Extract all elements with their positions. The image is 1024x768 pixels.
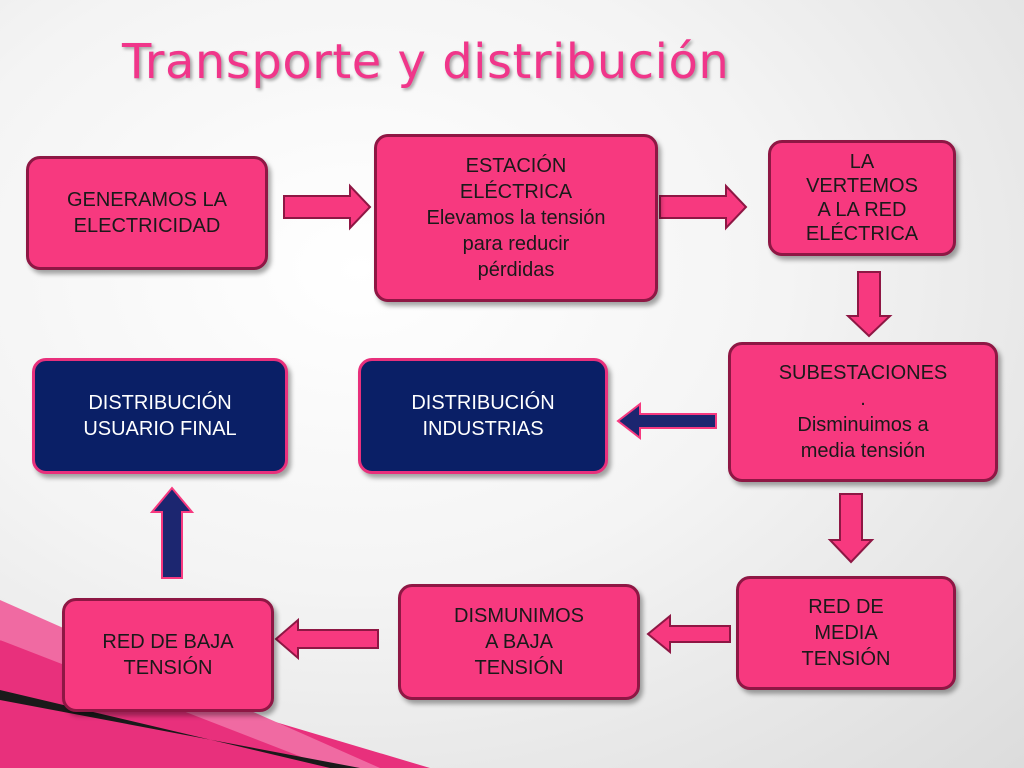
slide-title: Transporte y distribución [122, 34, 730, 90]
arrow-right-1 [283, 183, 372, 231]
box-subestaciones: SUBESTACIONES . Disminuimos a media tens… [728, 342, 998, 482]
box-red-media-tension-text: RED DE MEDIA TENSIÓN [801, 596, 891, 670]
box-dismunimos-baja-tension-text: DISMUNIMOS A BAJA TENSIÓN [454, 605, 584, 679]
box-vertemos-text: LA VERTEMOS A LA RED ELÉCTRICA [805, 151, 919, 245]
box-estacion-electrica-text: ESTACIÓN ELÉCTRICA Elevamos la tensión p… [426, 155, 606, 281]
box-vertemos: LA VERTEMOS A LA RED ELÉCTRICA [768, 140, 956, 256]
box-dismunimos-baja-tension: DISMUNIMOS A BAJA TENSIÓN [398, 584, 640, 700]
box-generamos: GENERAMOS LA ELECTRICIDAD [26, 156, 268, 270]
box-generamos-text: GENERAMOS LA ELECTRICIDAD [66, 189, 228, 237]
box-distribucion-industrias: DISTRIBUCIÓN INDUSTRIAS [358, 358, 608, 474]
arrow-right-2 [659, 183, 748, 231]
box-red-baja-tension: RED DE BAJA TENSIÓN [62, 598, 274, 712]
box-estacion-electrica: ESTACIÓN ELÉCTRICA Elevamos la tensión p… [374, 134, 658, 302]
arrow-up-1 [149, 486, 195, 579]
box-distribucion-usuario-final-text: DISTRIBUCIÓN USUARIO FINAL [83, 392, 237, 440]
arrow-left-1 [616, 401, 717, 441]
arrow-down-2 [827, 493, 875, 564]
arrow-left-3 [274, 617, 379, 661]
box-red-media-tension: RED DE MEDIA TENSIÓN [736, 576, 956, 690]
arrow-left-2 [646, 613, 731, 655]
box-distribucion-usuario-final: DISTRIBUCIÓN USUARIO FINAL [32, 358, 288, 474]
box-subestaciones-text: SUBESTACIONES . Disminuimos a media tens… [778, 362, 948, 462]
box-red-baja-tension-text: RED DE BAJA TENSIÓN [102, 631, 234, 679]
box-distribucion-industrias-text: DISTRIBUCIÓN INDUSTRIAS [411, 392, 555, 440]
arrow-down-1 [845, 271, 893, 338]
